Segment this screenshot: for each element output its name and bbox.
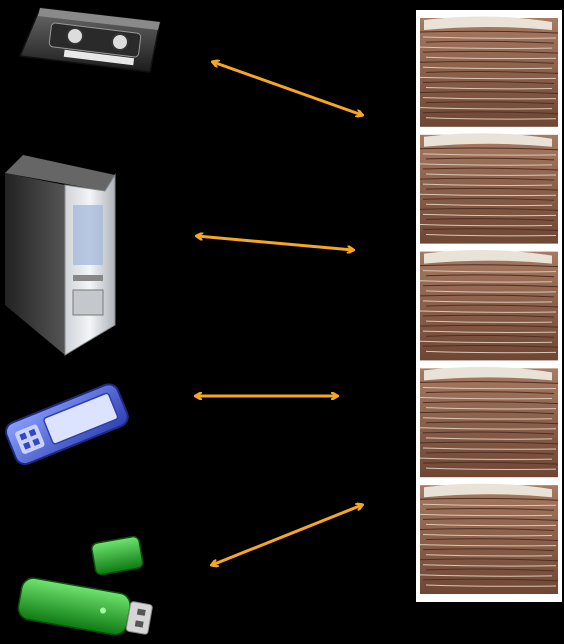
paper-bundle <box>420 250 558 360</box>
arrow-tape-to-paper <box>213 62 362 115</box>
usb-flash-drive-icon <box>16 536 153 641</box>
paper-bundle <box>420 484 558 594</box>
server-tower-icon <box>5 155 115 355</box>
paper-bundle <box>420 16 558 126</box>
bidirectional-arrows <box>196 62 362 565</box>
pda-device-icon <box>3 381 131 467</box>
arrow-server-to-paper <box>197 236 353 250</box>
vhs-tape-icon <box>20 8 160 72</box>
paper-bundle <box>420 367 558 477</box>
paper-stack-image <box>416 10 562 602</box>
arrow-usb-to-paper <box>212 505 362 565</box>
paper-bundle <box>420 133 558 243</box>
